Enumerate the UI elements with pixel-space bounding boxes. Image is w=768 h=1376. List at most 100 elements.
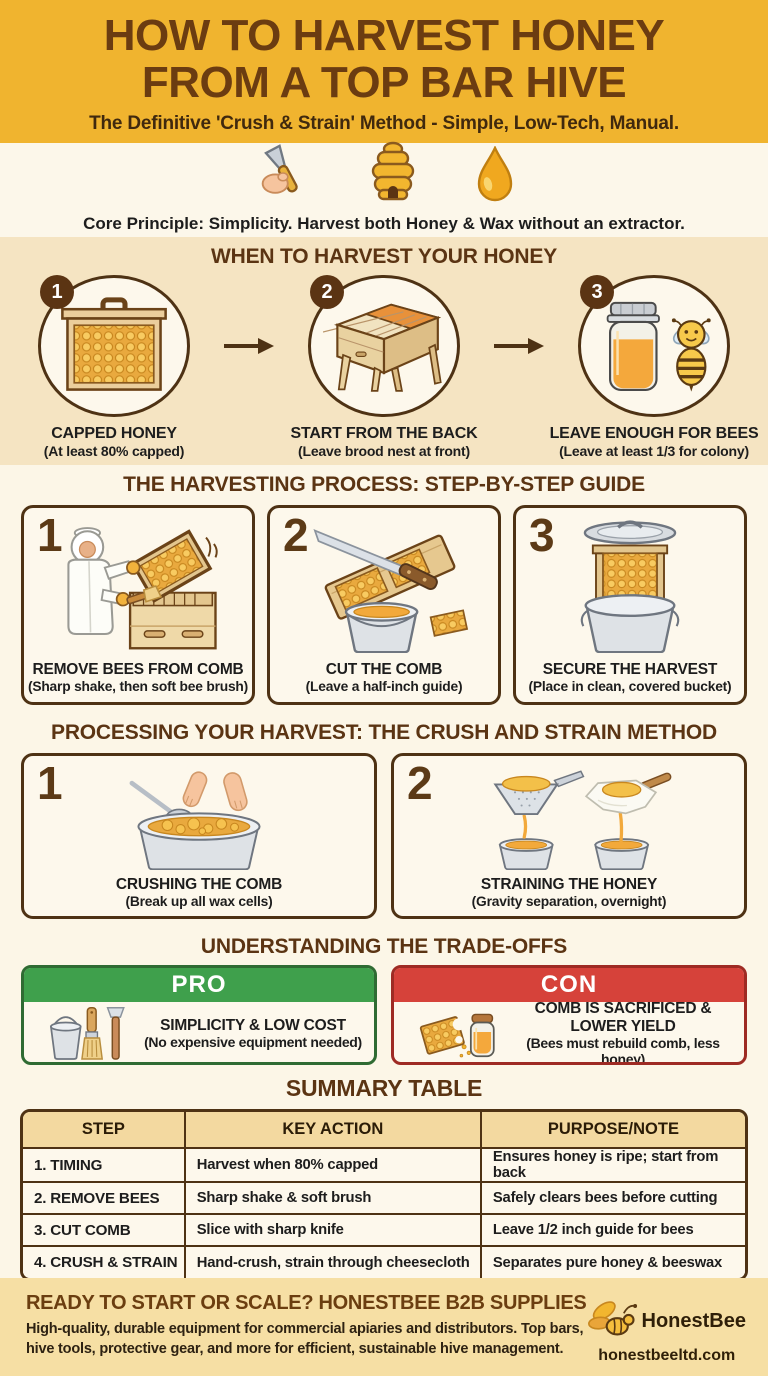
when-steps-row: 1 CAPPED HONEY (At least 80% capped): [0, 275, 768, 459]
broken-comb-jar-icon: [402, 1005, 510, 1063]
processing-section: PROCESSING YOUR HARVEST: THE CRUSH AND S…: [0, 712, 768, 930]
row-2-action: Sharp shake & soft brush: [183, 1181, 482, 1215]
con-note: (Bees must rebuild comb, less honey): [526, 1035, 720, 1065]
row-1-action: Harvest when 80% capped: [183, 1147, 482, 1183]
harvest-step-3-number: 3: [529, 509, 555, 561]
table-header-row: STEP KEY ACTION PURPOSE/NOTE: [23, 1112, 745, 1149]
row-4-action: Hand-crush, strain through cheesecloth: [183, 1245, 482, 1278]
harvest-step-1-number: 1: [37, 509, 63, 561]
strainer-cheesecloth-icon: [394, 764, 744, 872]
processing-step-1-note: (Break up all wax cells): [125, 894, 273, 909]
row-4-purpose: Separates pure honey & beeswax: [479, 1245, 745, 1278]
when-heading: WHEN TO HARVEST YOUR HONEY: [210, 245, 558, 268]
hive-tool-in-hand-icon: [253, 144, 311, 207]
footer-section: READY TO START OR SCALE? HONESTBEE B2B S…: [0, 1278, 768, 1376]
processing-step-2-note: (Gravity separation, overnight): [471, 894, 667, 909]
summary-heading: SUMMARY TABLE: [285, 1075, 483, 1101]
footer-headline: READY TO START OR SCALE? HONESTBEE B2B S…: [26, 1292, 587, 1314]
knife-cutting-comb-icon: [270, 516, 498, 654]
page-title-line1: HOW TO HARVEST HONEY: [103, 11, 665, 60]
row-2-step: 2. REMOVE BEES: [23, 1181, 186, 1215]
con-card: CON: [391, 965, 747, 1065]
processing-step-1-number: 1: [37, 757, 63, 809]
when-step-2-note: (Leave brood nest at front): [298, 443, 470, 459]
honey-jar-bee-icon: [578, 275, 730, 417]
when-step-1-badge: 1: [40, 275, 74, 309]
page-title-line2: FROM A TOP BAR HIVE: [141, 57, 627, 107]
beehive-skep-icon: [363, 140, 423, 207]
row-2-purpose: Safely clears bees before cutting: [479, 1181, 745, 1215]
row-1-step: 1. TIMING: [23, 1147, 186, 1183]
harvest-step-3-card: 3: [513, 505, 747, 705]
table-row: 3. CUT COMB Slice with sharp knife Leave…: [23, 1213, 745, 1247]
when-step-2-title: START FROM THE BACK: [290, 425, 478, 442]
when-step-1-title: CAPPED HONEY: [51, 425, 177, 442]
core-principle-text: Core Principle: Simplicity. Harvest both…: [0, 214, 768, 234]
col-header-key-action: KEY ACTION: [183, 1112, 482, 1149]
harvest-step-2-number: 2: [283, 509, 309, 561]
pro-note: (No expensive equipment needed): [144, 1034, 362, 1051]
col-header-step: STEP: [23, 1112, 186, 1149]
when-step-3-title: LEAVE ENOUGH FOR BEES: [549, 425, 759, 442]
when-to-harvest-section: WHEN TO HARVEST YOUR HONEY 1 CAPPED HONE…: [0, 237, 768, 465]
processing-step-1-card: 1: [21, 753, 377, 919]
harvesting-cards: 1: [0, 505, 768, 705]
footer-body: High-quality, durable equipment for comm…: [26, 1321, 584, 1357]
header-section: HOW TO HARVEST HONEY FROM A TOP BAR HIVE…: [0, 0, 768, 143]
row-3-step: 3. CUT COMB: [23, 1213, 186, 1247]
harvest-step-2-title: CUT THE COMB: [325, 661, 443, 678]
summary-table: STEP KEY ACTION PURPOSE/NOTE 1. TIMING H…: [20, 1109, 748, 1281]
harvest-step-2-card: 2: [267, 505, 501, 705]
con-label: CON: [394, 968, 744, 1002]
trade-offs-section: UNDERSTANDING THE TRADE-OFFS PRO: [0, 930, 768, 1070]
core-principle-section: Core Principle: Simplicity. Harvest both…: [0, 141, 768, 237]
table-row: 1. TIMING Harvest when 80% capped Ensure…: [23, 1147, 745, 1183]
harvest-step-2-note: (Leave a half-inch guide): [305, 679, 463, 694]
when-step-2: 2 START FROM THE BACK (Leave brood nest …: [276, 275, 492, 459]
core-principle-label: Core Principle:: [83, 214, 205, 233]
summary-table-section: SUMMARY TABLE STEP KEY ACTION PURPOSE/NO…: [0, 1070, 768, 1281]
harvest-step-1-note: (Sharp shake, then soft bee brush): [27, 679, 249, 694]
table-row: 4. CRUSH & STRAIN Hand-crush, strain thr…: [23, 1245, 745, 1278]
table-row: 2. REMOVE BEES Sharp shake & soft brush …: [23, 1181, 745, 1215]
brand-name: HonestBee: [641, 1310, 746, 1332]
processing-step-1-title: CRUSHING THE COMB: [115, 876, 283, 893]
when-step-3-note: (Leave at least 1/3 for colony): [559, 443, 749, 459]
row-3-purpose: Leave 1/2 inch guide for bees: [479, 1213, 745, 1247]
page-subtitle: The Definitive 'Crush & Strain' Method -…: [89, 113, 679, 135]
processing-step-2-title: STRAINING THE HONEY: [480, 876, 658, 893]
when-step-3: 3 LEAVE ENOUGH FOR BEES (Leave at least …: [546, 275, 762, 459]
core-principle-icons: [0, 141, 768, 207]
harvest-step-1-title: REMOVE BEES FROM COMB: [32, 661, 244, 678]
processing-step-2-card: 2: [391, 753, 747, 919]
row-1-purpose: Ensures honey is ripe; start from back: [479, 1147, 745, 1183]
harvest-step-1-card: 1: [21, 505, 255, 705]
processing-step-2-number: 2: [407, 757, 433, 809]
harvesting-heading: THE HARVESTING PROCESS: STEP-BY-STEP GUI…: [123, 473, 645, 496]
processing-heading: PROCESSING YOUR HARVEST: THE CRUSH AND S…: [51, 721, 717, 744]
harvest-step-3-title: SECURE THE HARVEST: [542, 661, 718, 678]
processing-cards: 1: [0, 753, 768, 919]
arrow-right-icon: [224, 338, 274, 354]
trade-offs-heading: UNDERSTANDING THE TRADE-OFFS: [200, 935, 568, 958]
honey-drop-icon: [475, 145, 515, 207]
pro-title: SIMPLICITY & LOW COST: [160, 1016, 346, 1034]
core-principle-body: Simplicity. Harvest both Honey & Wax wit…: [204, 214, 685, 233]
when-step-2-badge: 2: [310, 275, 344, 309]
con-title: COMB IS SACRIFICED & LOWER YIELD: [534, 999, 712, 1035]
brand-website: honestbeeltd.com: [598, 1347, 736, 1364]
honestbee-logo-icon: [587, 1298, 640, 1345]
row-4-step: 4. CRUSH & STRAIN: [23, 1245, 186, 1278]
beekeeper-brushing-comb-icon: [24, 516, 252, 654]
footer-brand-block: HonestBee honestbeeltd.com: [587, 1292, 746, 1376]
top-bar-hive-icon: [308, 275, 460, 417]
bucket-brush-tool-icon: [32, 1005, 140, 1063]
hands-crushing-comb-icon: [24, 764, 374, 872]
comb-in-covered-bucket-icon: [516, 516, 744, 654]
when-step-1-note: (At least 80% capped): [43, 443, 185, 459]
pro-card: PRO: [21, 965, 377, 1065]
when-step-1: 1 CAPPED HONEY (At least 80% capped): [6, 275, 222, 459]
when-step-3-badge: 3: [580, 275, 614, 309]
col-header-purpose: PURPOSE/NOTE: [479, 1112, 745, 1149]
